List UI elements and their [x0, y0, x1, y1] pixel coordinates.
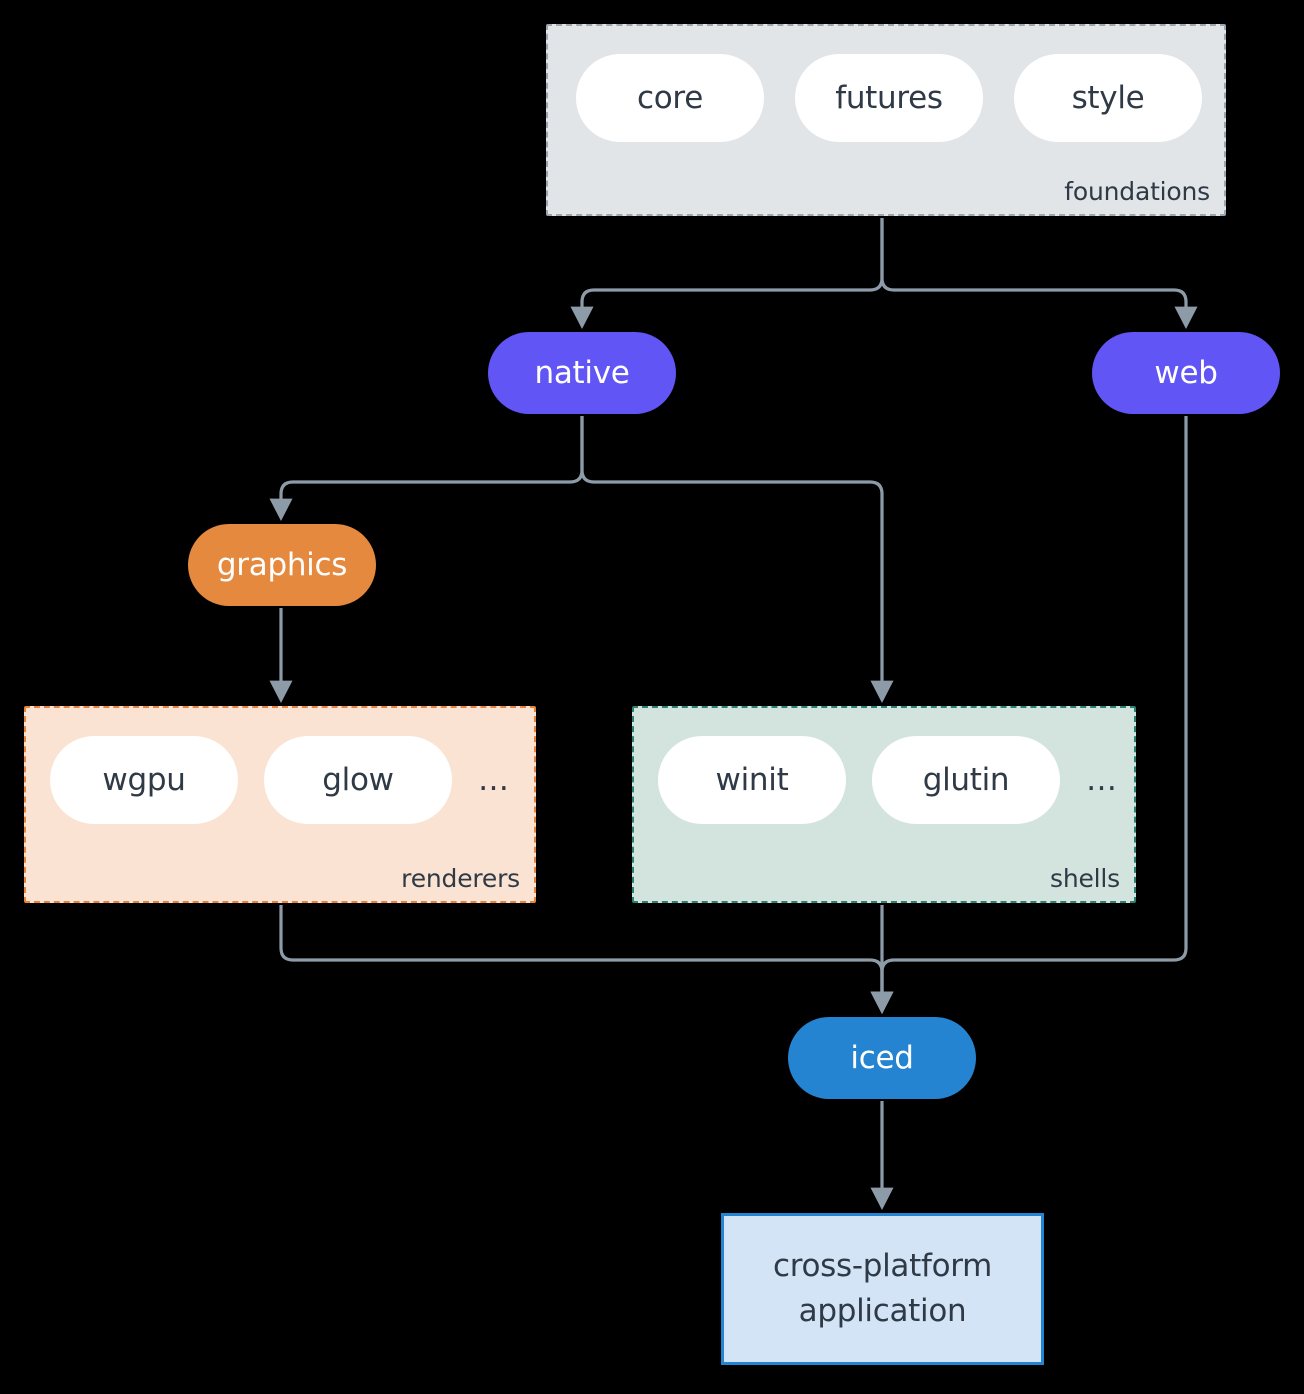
- node-renderers-overflow: …: [478, 762, 510, 798]
- cluster-shells: winit glutin … shells: [632, 706, 1136, 903]
- node-graphics[interactable]: graphics: [188, 524, 376, 606]
- cluster-renderers: wgpu glow … renderers: [24, 706, 536, 903]
- node-futures[interactable]: futures: [795, 54, 983, 142]
- edge-foundations-native: [570, 218, 884, 330]
- node-core[interactable]: core: [576, 54, 764, 142]
- edge-renderers-iced: [279, 905, 894, 1015]
- node-style[interactable]: style: [1014, 54, 1202, 142]
- node-glutin[interactable]: glutin: [872, 736, 1060, 824]
- cluster-renderers-nodes: wgpu glow …: [26, 736, 558, 824]
- edge-native-graphics: [269, 416, 584, 522]
- node-cross-platform-application[interactable]: cross-platform application: [721, 1213, 1044, 1365]
- node-web[interactable]: web: [1092, 332, 1280, 414]
- application-line-2: application: [798, 1293, 967, 1329]
- node-iced[interactable]: iced: [788, 1017, 976, 1099]
- node-shells-overflow: …: [1086, 762, 1118, 798]
- cluster-shells-nodes: winit glutin …: [634, 736, 1158, 824]
- edge-native-shells: [580, 416, 894, 704]
- cluster-shells-label: shells: [1050, 864, 1120, 893]
- cluster-foundations-nodes: core futures style: [548, 54, 1252, 142]
- node-glow[interactable]: glow: [264, 736, 452, 824]
- edge-foundations-web: [880, 218, 1198, 330]
- cluster-renderers-label: renderers: [401, 864, 520, 893]
- node-wgpu[interactable]: wgpu: [50, 736, 238, 824]
- node-winit[interactable]: winit: [658, 736, 846, 824]
- application-line-1: cross-platform: [772, 1248, 993, 1285]
- cluster-foundations: core futures style foundations: [546, 24, 1226, 216]
- node-native[interactable]: native: [488, 332, 676, 414]
- cluster-foundations-label: foundations: [1064, 177, 1210, 206]
